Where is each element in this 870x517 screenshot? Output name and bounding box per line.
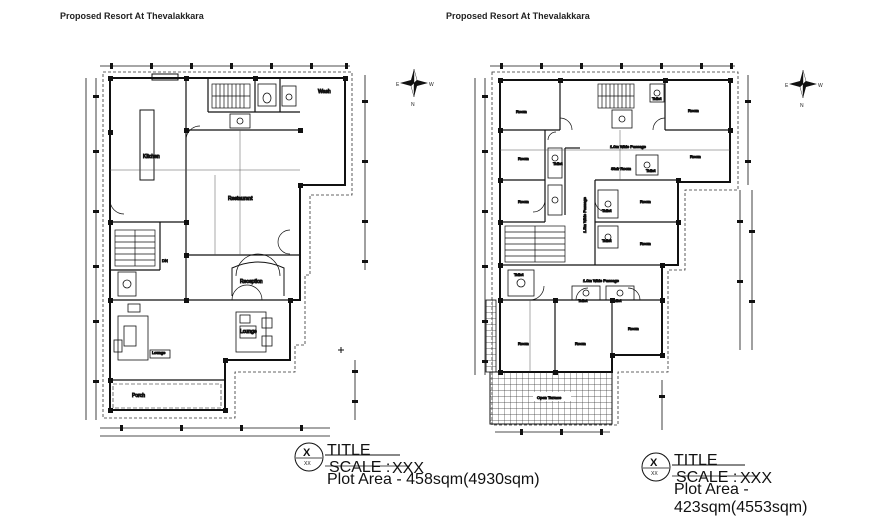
scale-label: SCALE :: [329, 459, 391, 476]
passage-label-bottom: 1.0m Wide Passage: [583, 278, 620, 283]
room-label-room-7: Room: [640, 241, 651, 246]
grid-lines-right: [500, 130, 730, 372]
dimension-ticks: [93, 63, 368, 431]
structural-columns-right: [498, 78, 733, 375]
room-label-room-2: Room: [518, 156, 529, 161]
room-label-lounge: Lounge: [240, 329, 257, 335]
room-labels-right: Room Room Room Room Room Room Room Room …: [514, 96, 702, 401]
plot-area-text: Plot Area - 458sqm(4930sqm): [327, 471, 540, 488]
structural-columns: [108, 76, 348, 413]
room-label-wash: Wash: [318, 89, 331, 95]
room-label-room-3: Room: [518, 199, 529, 204]
plot-boundary-right: [491, 71, 739, 426]
room-label-toilet-4: Toilet: [646, 168, 656, 173]
room-label-reception: Reception: [240, 279, 263, 285]
dimension-lines-right: [474, 65, 753, 433]
porch-area: [112, 383, 222, 409]
title-symbol-sub-right: XX: [651, 471, 658, 477]
room-label-room-6: Room: [640, 199, 651, 204]
scale-value-right: XXX: [740, 470, 773, 487]
kitchen-sink: [151, 73, 179, 81]
room-label-lounge-sign: Lounge: [152, 350, 166, 355]
passage-label-top: 1.0m Wide Passage: [610, 144, 647, 149]
toilet-fixtures: [117, 83, 297, 297]
room-label-toilet-3: Toilet: [602, 238, 612, 243]
interior-walls-right: [500, 80, 730, 372]
title-symbol-sub: XX: [304, 461, 311, 467]
compass-label-west: W: [429, 82, 434, 88]
lounge-furniture: [113, 303, 273, 361]
room-label-room-8: Room: [518, 341, 529, 346]
compass-label-north-right: N: [800, 103, 804, 109]
open-terrace-side-hatch: [485, 299, 497, 373]
grid-lines: [110, 130, 300, 255]
room-label-toilet-8: Toilet: [612, 298, 622, 303]
door-swings-right: [529, 117, 666, 301]
passage-label-vertical: 1.5m Wide Passage: [582, 196, 587, 233]
compass-icon: [400, 68, 428, 98]
reception-counter: [231, 261, 285, 296]
room-label-kitchen: Kitchen: [143, 154, 160, 160]
room-label-toilet-7: Toilet: [578, 298, 588, 303]
stair-top: [211, 83, 251, 109]
room-label-stair-room: Stair Room: [611, 166, 632, 171]
first-floor-plan: Room Room Room Room Room Room Room Room …: [474, 63, 755, 435]
scale-value: XXX: [392, 460, 425, 477]
door-swings: [109, 125, 291, 301]
room-label-room-5: Room: [690, 154, 701, 159]
section-marker: [338, 347, 344, 353]
plot-area-text-right: Plot Area - 423sqm(4553sqm): [674, 481, 808, 516]
ground-floor-plan: Kitchen Restaurant Reception Lounge Loun…: [85, 63, 368, 437]
stair-left: [114, 229, 156, 267]
room-label-toilet-1: Toilet: [553, 161, 563, 166]
stair-top-right: [597, 83, 635, 109]
interior-walls: [110, 78, 300, 381]
sheet-title-ground-floor: Proposed Resort At Thevalakkara: [60, 11, 204, 21]
kitchen-counter: [139, 109, 155, 181]
stair-label-dn: DN: [162, 258, 168, 263]
title-block-left: [294, 442, 410, 472]
room-label-toilet-6: Toilet: [514, 272, 524, 277]
compass-label-west-right: W: [818, 83, 823, 89]
toilet-fixtures-right: [507, 83, 665, 301]
compass-label-north: N: [411, 102, 415, 108]
plot-boundary: [102, 71, 353, 419]
scale-label-right: SCALE :: [676, 469, 738, 486]
title-text-right: TITLE: [674, 452, 718, 469]
title-symbol-letter-right: X: [650, 457, 658, 469]
room-label-room-10: Room: [628, 326, 639, 331]
title-text: TITLE: [327, 442, 371, 459]
compass-icon-right: [789, 69, 817, 99]
room-label-room-9: Room: [575, 341, 586, 346]
room-label-room-4: Room: [688, 108, 699, 113]
dimension-ticks-right: [482, 63, 755, 435]
room-label-porch: Porch: [132, 393, 145, 399]
dimension-lines: [85, 65, 366, 437]
title-block-right: [641, 452, 758, 482]
room-label-open-terrace: Open Terrace: [537, 395, 562, 400]
stair-left-right: [504, 225, 566, 263]
room-label-restaurant: Restaurant: [228, 196, 253, 202]
compass-label-east-right: E: [785, 83, 789, 89]
room-label-room-1: Room: [516, 109, 527, 114]
title-symbol-letter: X: [303, 447, 311, 459]
sheet-title-first-floor: Proposed Resort At Thevalakkara: [446, 11, 590, 21]
compass-label-east: E: [396, 82, 400, 88]
room-label-toilet-2: Toilet: [602, 208, 612, 213]
room-label-toilet-5: Toilet: [652, 96, 662, 101]
